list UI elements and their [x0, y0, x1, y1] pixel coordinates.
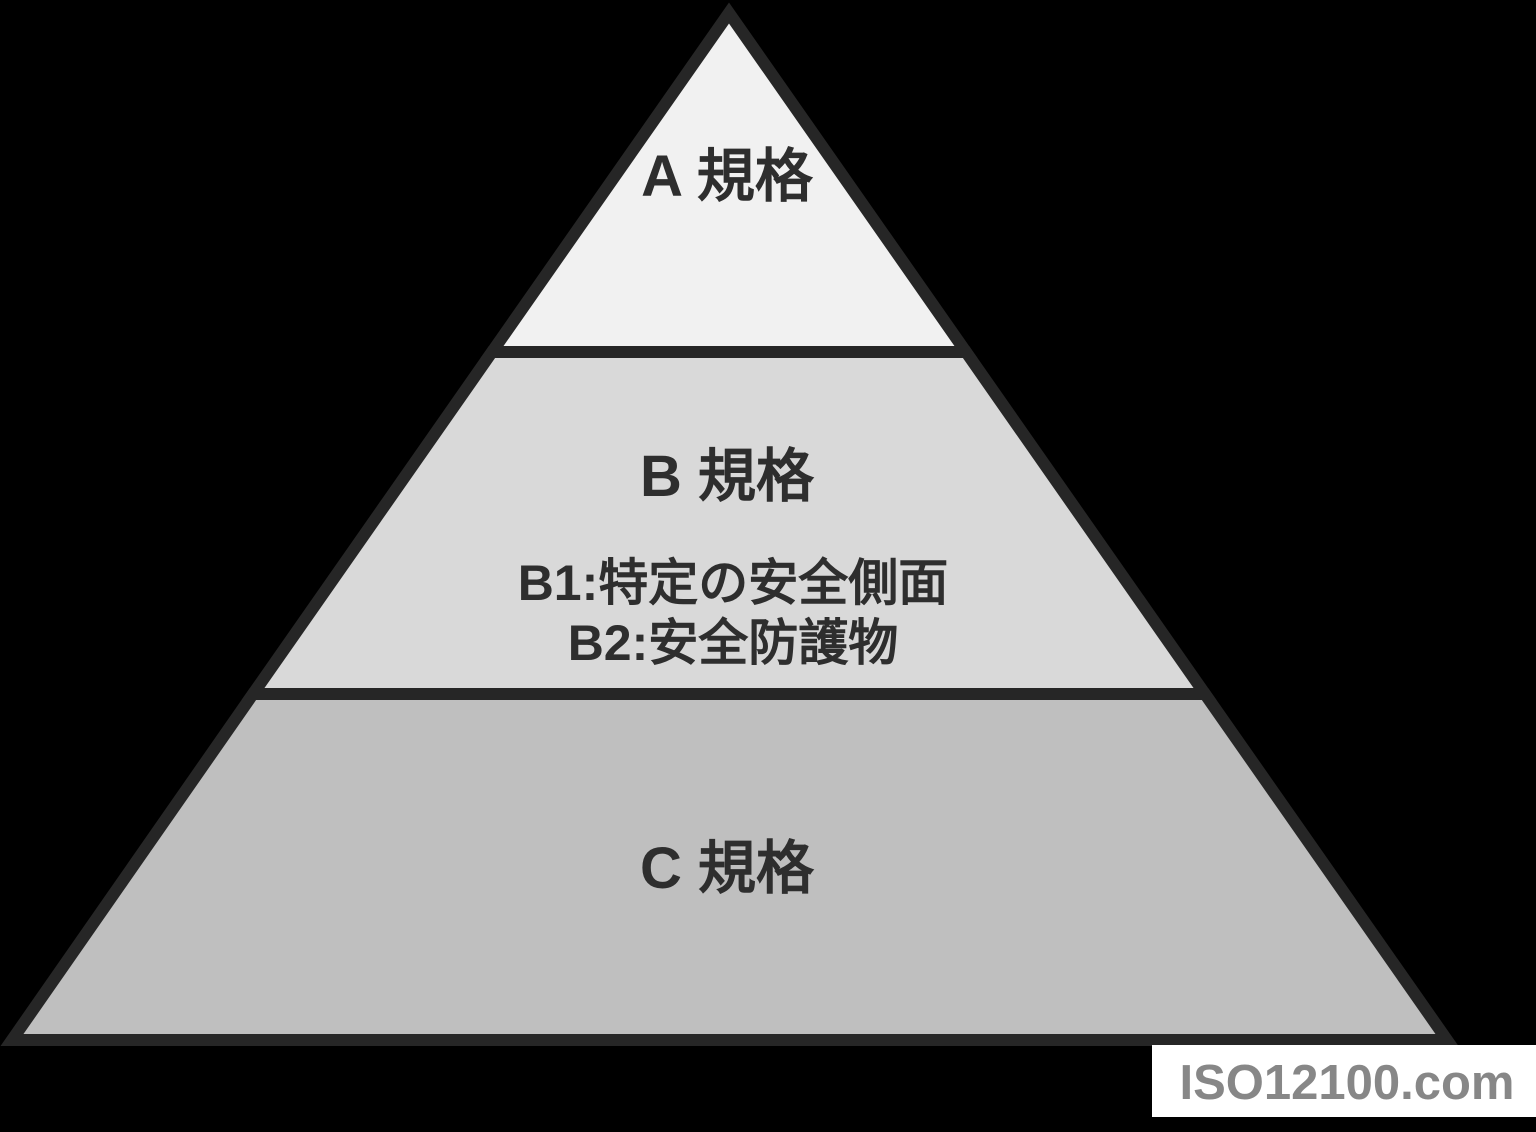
watermark-box: [1152, 1045, 1536, 1117]
tier-b-label: B 規格: [640, 444, 815, 509]
tier-b-sublabel-1: B1:特定の安全側面: [518, 555, 949, 611]
tier-a-label: A 規格: [641, 144, 814, 209]
tier-b-sublabel-2: B2:安全防護物: [568, 615, 899, 671]
tier-c-label: C 規格: [640, 836, 815, 901]
watermark-text: ISO12100.com: [1179, 1056, 1514, 1110]
pyramid-tier-a: [480, 2, 978, 358]
